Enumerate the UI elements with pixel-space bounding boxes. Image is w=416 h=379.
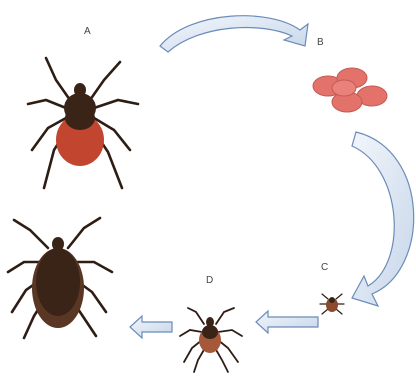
arrow-c-to-d bbox=[256, 311, 318, 333]
larva-tick-illustration bbox=[320, 294, 344, 314]
arrow-d-to-adult bbox=[130, 316, 172, 338]
stage-label-c: C bbox=[321, 262, 328, 273]
adult-female-tick-illustration bbox=[28, 58, 138, 188]
stage-label-b: B bbox=[317, 37, 324, 48]
adult-tick-illustration bbox=[8, 218, 112, 338]
eggs-illustration bbox=[313, 68, 387, 112]
stage-label-a: A bbox=[84, 26, 91, 37]
stage-label-d: D bbox=[206, 275, 213, 286]
arrow-a-to-b bbox=[160, 16, 308, 52]
arrow-b-to-c bbox=[352, 132, 414, 306]
nymph-tick-illustration bbox=[180, 308, 242, 372]
